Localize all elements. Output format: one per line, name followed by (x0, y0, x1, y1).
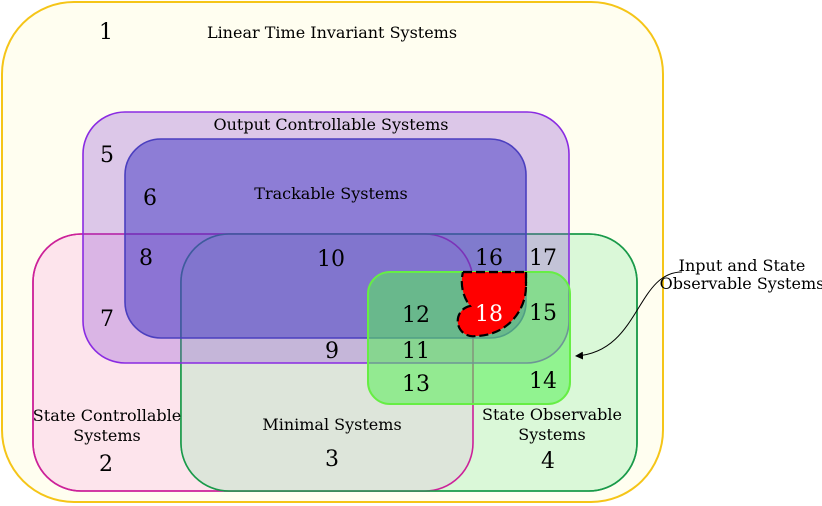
region-number-18: 18 (475, 302, 503, 327)
trackable-title: Trackable Systems (254, 184, 407, 203)
region-18 (456, 272, 528, 338)
region-number-17: 17 (529, 246, 557, 271)
input-state-observable-title-line2: Observable Systems (660, 274, 822, 293)
region-number-13: 13 (402, 372, 430, 397)
region-number-3: 3 (325, 447, 339, 472)
callout-arrow (575, 271, 683, 360)
region-number-14: 14 (529, 369, 557, 394)
minimal-title: Minimal Systems (262, 415, 401, 434)
state-controllable-title-line2: Systems (73, 426, 141, 445)
region-number-9: 9 (325, 339, 339, 364)
region-number-4: 4 (541, 449, 555, 474)
region-number-1: 1 (99, 20, 113, 45)
region-number-15: 15 (529, 301, 557, 326)
region-number-2: 2 (99, 452, 113, 477)
region-number-8: 8 (139, 246, 153, 271)
region-number-5: 5 (100, 143, 114, 168)
region-number-16: 16 (475, 246, 503, 271)
input-state-observable-title-line1: Input and State (679, 256, 806, 275)
lti-title: Linear Time Invariant Systems (207, 23, 457, 42)
region-number-10: 10 (317, 247, 345, 272)
output-controllable-title: Output Controllable Systems (214, 115, 449, 134)
region-number-7: 7 (100, 307, 114, 332)
state-observable-title-line2: Systems (518, 425, 586, 444)
state-observable-title-line1: State Observable (482, 405, 622, 424)
region-number-12: 12 (402, 303, 430, 328)
region-number-6: 6 (143, 186, 157, 211)
region-number-11: 11 (402, 339, 430, 364)
state-controllable-title-line1: State Controllable (33, 406, 181, 425)
